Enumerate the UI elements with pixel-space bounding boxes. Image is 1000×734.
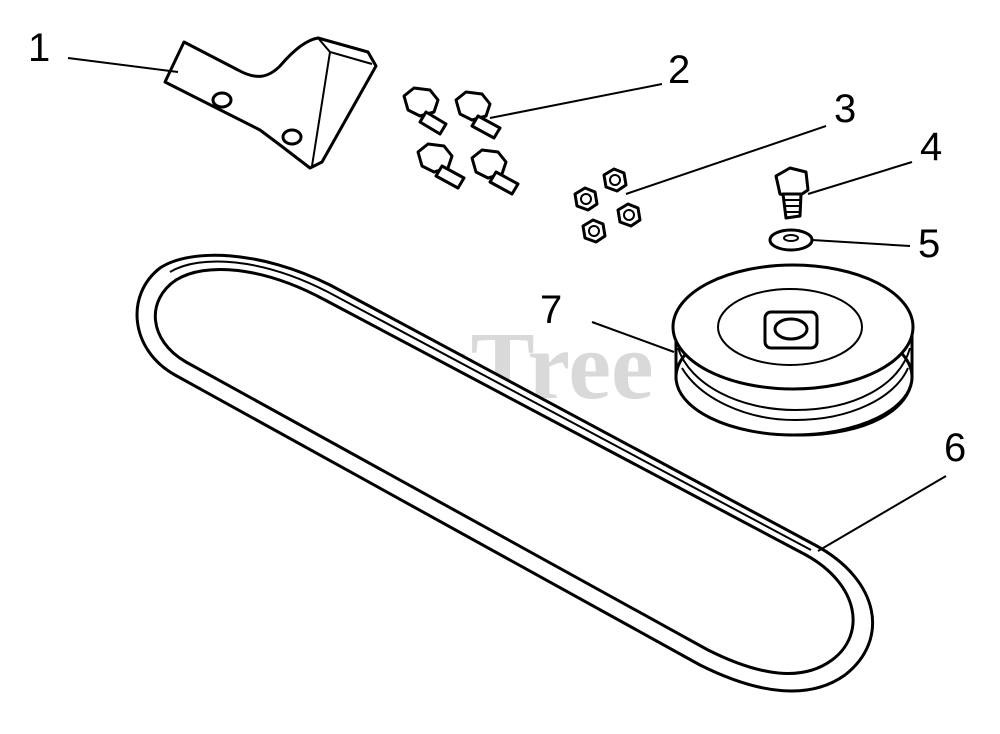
callout-7: 7 — [540, 288, 562, 332]
leader-3 — [625, 125, 827, 195]
leader-1 — [67, 57, 179, 73]
v-belt[interactable] — [135, 253, 875, 693]
callout-2: 2 — [668, 48, 690, 92]
callout-1: 1 — [28, 26, 50, 70]
leader-2 — [489, 83, 663, 119]
leader-4 — [807, 161, 913, 195]
callout-5: 5 — [918, 222, 940, 266]
callout-3: 3 — [834, 87, 856, 131]
callout-6: 6 — [944, 426, 966, 470]
washer[interactable] — [768, 228, 814, 252]
nuts[interactable] — [573, 167, 642, 244]
pulley-bolt[interactable] — [774, 166, 810, 220]
pulley[interactable] — [671, 263, 915, 437]
callout-4: 4 — [920, 125, 942, 169]
bracket[interactable] — [163, 36, 378, 170]
leader-5 — [811, 239, 911, 247]
leader-6 — [817, 475, 947, 552]
bolts[interactable] — [402, 86, 520, 196]
leader-7 — [591, 321, 675, 353]
